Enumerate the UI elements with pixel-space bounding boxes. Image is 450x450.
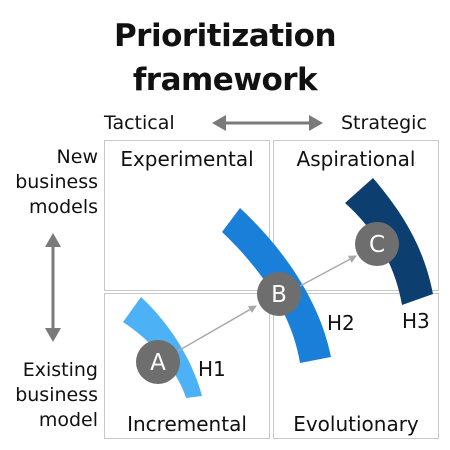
quadrant-label-aspirational: Aspirational <box>296 147 416 171</box>
axis-label-new-business-models: New business models <box>2 145 98 220</box>
axis-label-new-line-3: models <box>28 196 98 218</box>
marker-a <box>136 340 180 384</box>
horizon-label-h3: H3 <box>402 309 430 333</box>
quadrant-evolutionary: Evolutionary <box>273 293 439 439</box>
title-line-2: framework <box>132 62 318 98</box>
marker-label-a: A <box>150 350 166 376</box>
quadrant-label-incremental: Incremental <box>127 412 247 436</box>
axis-label-new-line-1: New <box>56 146 98 168</box>
arrow-b-to-c <box>299 255 357 287</box>
horizon-label-h2: H2 <box>327 311 355 335</box>
axis-label-new-line-2: business <box>15 171 98 193</box>
horizon-label-h1: H1 <box>198 357 226 381</box>
marker-c <box>355 222 399 266</box>
title-line-1: Prioritization <box>113 18 337 54</box>
marker-label-b: B <box>271 282 287 308</box>
vertical-double-arrow-icon <box>45 233 61 342</box>
quadrant-label-evolutionary: Evolutionary <box>293 412 419 436</box>
axis-label-tactical: Tactical <box>104 112 175 134</box>
axis-label-existing-line-3: model <box>38 409 98 431</box>
quadrant-label-experimental: Experimental <box>120 147 254 171</box>
axis-label-strategic: Strategic <box>341 112 427 134</box>
arrow-a-to-b <box>177 305 257 352</box>
marker-b <box>257 272 301 316</box>
axis-label-existing-line-2: business <box>15 384 98 406</box>
horizontal-double-arrow-icon <box>212 115 323 131</box>
marker-label-c: C <box>369 232 385 258</box>
axis-label-existing-business-model: Existing business model <box>2 358 98 433</box>
axis-label-existing-line-1: Existing <box>22 359 98 381</box>
